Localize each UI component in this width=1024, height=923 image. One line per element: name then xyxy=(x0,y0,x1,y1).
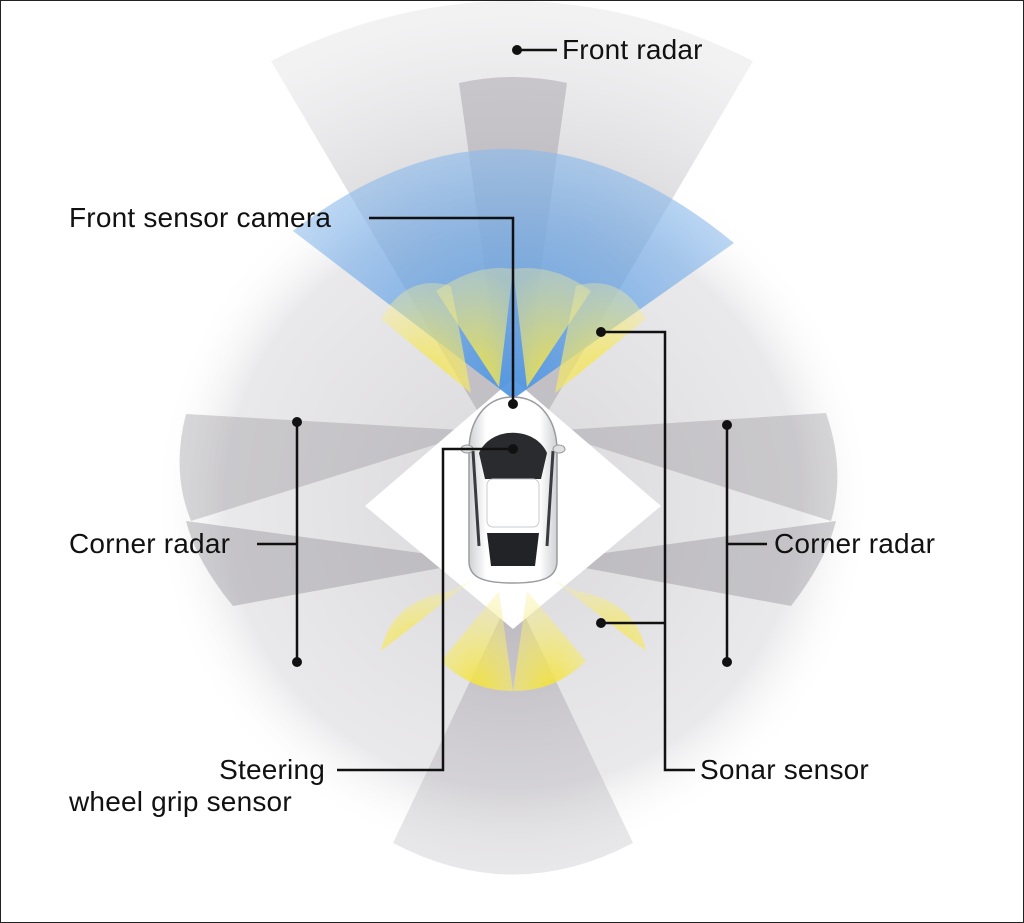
sonar-sensor-dot-front xyxy=(596,327,606,337)
corner-radar-zone-front-right xyxy=(547,413,838,521)
corner-radar-zone-rear-left xyxy=(186,521,479,606)
corner-radar-left-label: Corner radar xyxy=(69,528,231,559)
sonar-sensor-label: Sonar sensor xyxy=(700,754,869,785)
sonar-zone-rear-right-outer xyxy=(555,581,646,651)
rear-radar-zone xyxy=(393,591,633,875)
front-radar-dot xyxy=(512,45,522,55)
sonar-sensor-leader xyxy=(601,330,695,772)
leader-dots xyxy=(292,45,732,667)
sonar-zone-front-right-outer xyxy=(555,283,646,393)
steering-sensor-leader xyxy=(337,447,513,772)
front-radar-label: Front radar xyxy=(562,34,703,65)
corner-radar-left-dot-bottom xyxy=(292,657,302,667)
corner-radar-right-dot-top xyxy=(722,420,732,430)
corner-radar-left-dot-top xyxy=(292,417,302,427)
sonar-zone-rear-left-outer xyxy=(381,581,471,651)
sonar-zone-front-left-outer xyxy=(381,283,471,393)
sonar-sensor-dot-rear xyxy=(596,618,606,628)
front-sensor-camera-label: Front sensor camera xyxy=(69,202,332,233)
sonar-zone-front-right-inner xyxy=(513,267,591,387)
sonar-zone-rear-right-inner xyxy=(513,591,586,691)
steering-wheel-grip-sensor-label-line1: Steering xyxy=(219,754,325,785)
corner-radar-zone-front-left xyxy=(179,414,480,521)
corner-radar-right-dot-bottom xyxy=(722,657,732,667)
corner-radar-right-label: Corner radar xyxy=(774,528,936,559)
leader-lines xyxy=(257,48,767,772)
sonar-zone-rear-left-inner xyxy=(441,591,513,691)
sonar-zone-front-left-inner xyxy=(436,267,513,387)
steering-wheel-grip-sensor-label-line2: wheel grip sensor xyxy=(69,786,292,817)
car-top-view xyxy=(460,396,566,584)
front-camera-leader xyxy=(369,216,515,404)
front-camera-dot xyxy=(508,399,518,409)
corner-radar-zone-rear-right xyxy=(547,521,836,606)
steering-sensor-dot xyxy=(508,444,518,454)
